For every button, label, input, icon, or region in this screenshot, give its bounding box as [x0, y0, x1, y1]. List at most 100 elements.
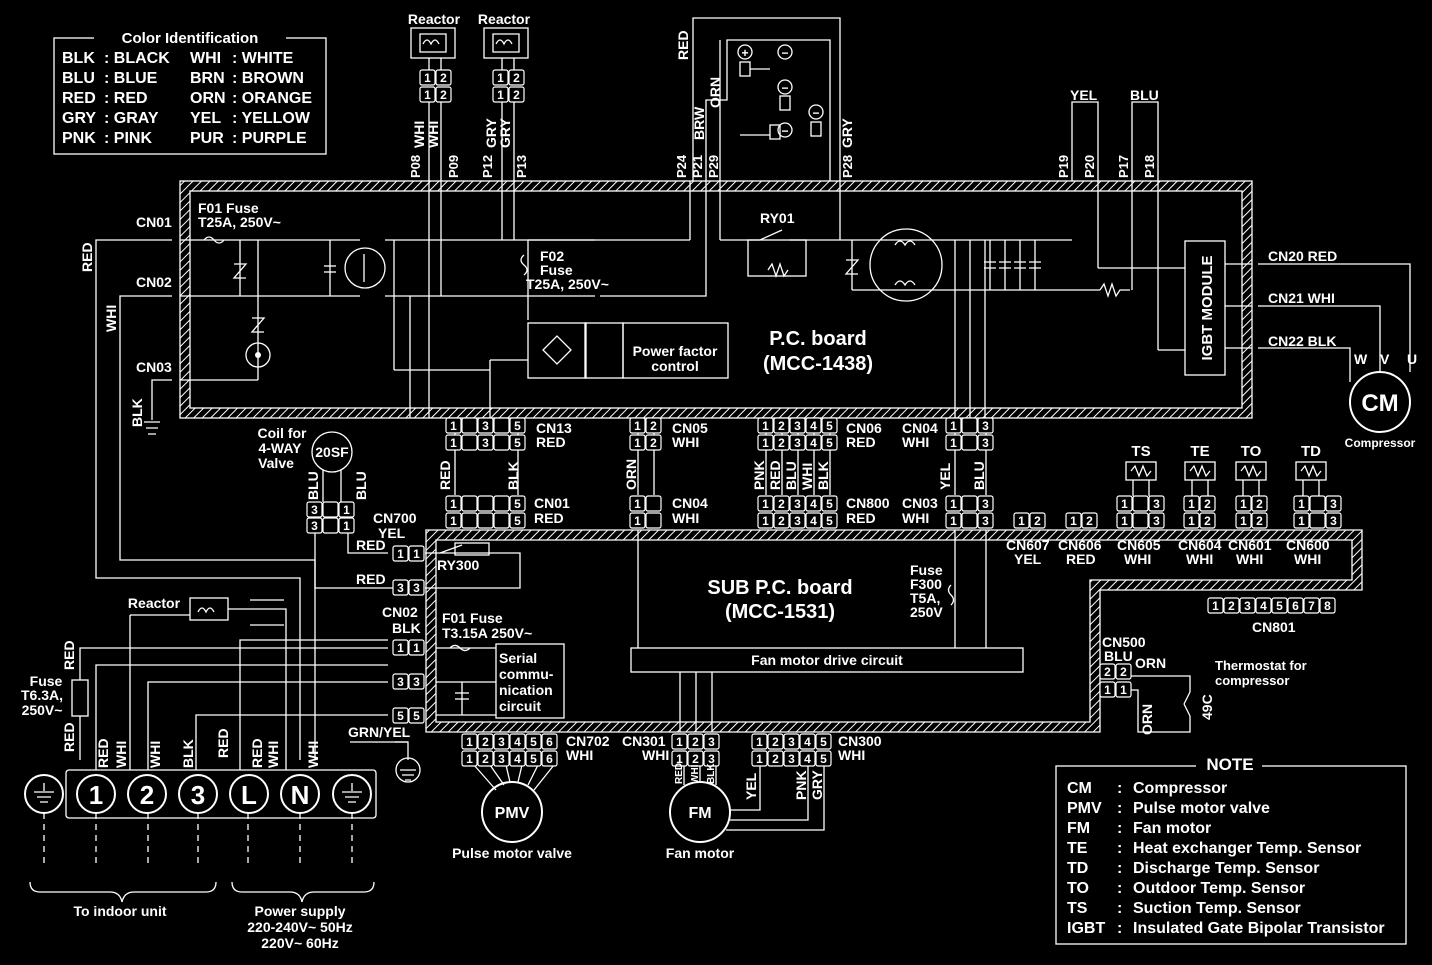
terminal-2: 2 — [127, 774, 167, 814]
svg-text:2: 2 — [778, 497, 785, 511]
pin-p18: P18 — [1142, 155, 1157, 178]
svg-text:1: 1 — [1188, 497, 1195, 511]
wire-blu-20sf-a: BLU — [305, 471, 321, 500]
connector-label-cn13_c: RED — [536, 434, 566, 450]
wire-blk-cn06: BLK — [815, 461, 831, 490]
svg-text:3: 3 — [482, 419, 489, 433]
sub-board-title: SUB P.C. board — [707, 577, 852, 599]
svg-text:3: 3 — [413, 675, 420, 689]
pin-p29: P29 — [706, 155, 721, 178]
wire-red-tl: RED — [215, 728, 231, 758]
svg-text:3: 3 — [311, 503, 318, 517]
wire-red-cn01: RED — [79, 242, 95, 272]
connector-label-cn607: CN607 — [1006, 537, 1050, 553]
svg-text:2: 2 — [1204, 514, 1211, 528]
svg-text:−: − — [781, 46, 788, 60]
svg-text:5: 5 — [826, 436, 833, 450]
svg-text:−: − — [781, 124, 788, 138]
note-cell: : — [1117, 880, 1122, 897]
thermo-orn-b: ORN — [1139, 704, 1155, 735]
cn03-label: CN03 — [136, 359, 172, 375]
svg-text:3: 3 — [413, 581, 420, 595]
wire-red-fuse-b: RED — [61, 722, 77, 752]
svg-text:3: 3 — [397, 675, 404, 689]
note-cell: TE — [1067, 840, 1088, 857]
svg-text:1: 1 — [450, 514, 457, 528]
cn801-label: CN801 — [1252, 619, 1296, 635]
wire-blu-p17: BLU — [1130, 87, 1159, 103]
pin-p09: P09 — [446, 155, 461, 178]
svg-text:3: 3 — [1244, 599, 1251, 613]
serial-label-c: nication — [499, 682, 553, 698]
svg-text:3: 3 — [794, 514, 801, 528]
note-cell: FM — [1067, 820, 1090, 837]
wire-red-tn: RED — [249, 738, 265, 768]
svg-text:2: 2 — [1086, 514, 1093, 528]
cn22-label: CN22 BLK — [1268, 333, 1336, 349]
cn700-label: CN700 — [373, 510, 417, 526]
svg-text:1: 1 — [397, 547, 404, 561]
legend-cell: : WHITE — [232, 50, 294, 67]
svg-text:6: 6 — [1292, 599, 1299, 613]
fm-label: FM — [688, 805, 711, 822]
svg-text:1: 1 — [756, 735, 763, 749]
svg-text:4: 4 — [810, 497, 817, 511]
terminal-label: 1 — [89, 780, 103, 810]
connector-label-cn300_c: WHI — [838, 747, 865, 763]
power-label-b: 220-240V~ 50Hz — [247, 919, 352, 935]
note-cell: : — [1117, 820, 1122, 837]
connector-label-cn606: CN606 — [1058, 537, 1102, 553]
sensor-label: TS — [1131, 443, 1150, 460]
cn21-label: CN21 WHI — [1268, 290, 1335, 306]
pin-p12: P12 — [480, 155, 495, 178]
coil-label: Coil for — [258, 425, 308, 441]
svg-text:2: 2 — [772, 752, 779, 766]
phase-v: V — [1380, 351, 1390, 367]
svg-text:5: 5 — [1276, 599, 1283, 613]
wire-whi-tn-b: WHI — [305, 741, 321, 768]
svg-text:4: 4 — [514, 752, 521, 766]
svg-text:2: 2 — [778, 419, 785, 433]
svg-text:1: 1 — [466, 752, 473, 766]
connector-label-cn800_c: RED — [846, 510, 876, 526]
svg-text:5: 5 — [514, 436, 521, 450]
wire-yel-fm: YEL — [743, 772, 759, 800]
connector-label-cn300: CN300 — [838, 733, 882, 749]
svg-text:3: 3 — [482, 436, 489, 450]
svg-text:2: 2 — [1228, 599, 1235, 613]
legend-cell: : ORANGE — [232, 90, 312, 107]
svg-text:4: 4 — [810, 436, 817, 450]
svg-text:1: 1 — [1240, 497, 1247, 511]
pin-p20: P20 — [1082, 155, 1097, 178]
main-board-title: P.C. board — [769, 328, 866, 350]
note-cell: Insulated Gate Bipolar Transistor — [1133, 920, 1385, 937]
pin-p21: P21 — [690, 155, 705, 178]
connector-label-cn605: CN605 — [1117, 537, 1161, 553]
svg-text:2: 2 — [1034, 514, 1041, 528]
cm-label: CM — [1361, 390, 1398, 417]
svg-text:3: 3 — [788, 752, 795, 766]
svg-text:2: 2 — [1256, 497, 1263, 511]
svg-text:2: 2 — [692, 752, 699, 766]
svg-text:1: 1 — [762, 497, 769, 511]
terminal-3: 3 — [178, 774, 218, 814]
terminal-1: 1 — [76, 774, 116, 814]
svg-text:6: 6 — [546, 735, 553, 749]
pin-p13: P13 — [514, 155, 529, 178]
svg-text:3: 3 — [1330, 514, 1337, 528]
sensor-te: TE — [1184, 443, 1216, 496]
thermo-label: Thermostat for — [1215, 658, 1307, 673]
svg-text:+: + — [741, 46, 748, 60]
svg-text:1: 1 — [413, 641, 420, 655]
svg-text:3: 3 — [1330, 497, 1337, 511]
svg-text:3: 3 — [788, 735, 795, 749]
svg-text:4: 4 — [810, 419, 817, 433]
